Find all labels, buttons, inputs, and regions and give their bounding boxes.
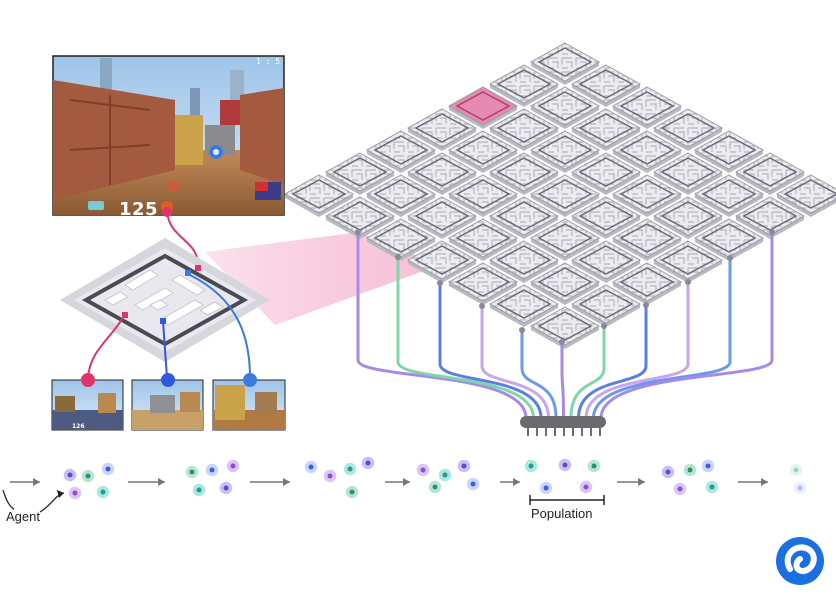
cable-bundle (355, 229, 775, 419)
maze-board (488, 152, 560, 195)
game-screenshot (52, 55, 285, 216)
maze-board (324, 152, 396, 195)
maze-board (693, 130, 765, 173)
maze-board (488, 64, 560, 107)
cable (569, 326, 606, 419)
spiral-logo-icon (776, 537, 824, 585)
cable (584, 282, 690, 419)
population-connector (520, 416, 606, 436)
maze-board (488, 284, 560, 327)
maze-board (570, 108, 642, 151)
maze-board (365, 218, 437, 261)
cable (396, 257, 535, 419)
thumbnail-lightblue-agent (212, 379, 286, 431)
maze-board (406, 240, 478, 283)
thumbnail-red-agent (51, 379, 124, 431)
maze-board (570, 64, 642, 107)
maze-board (365, 130, 437, 173)
maze-board (447, 130, 519, 173)
maze-board (406, 152, 478, 195)
maze-board (365, 174, 437, 217)
thumbnail-score: 126 (72, 423, 85, 430)
cable (577, 305, 648, 419)
cable (560, 342, 565, 419)
population-evolution-row (10, 455, 808, 501)
maze-board (488, 108, 560, 151)
maze-board (611, 86, 683, 129)
maze-grid (283, 42, 836, 349)
population-label: Population (531, 506, 593, 521)
maze-board (652, 108, 724, 151)
cable (592, 258, 732, 419)
maze-board (447, 174, 519, 217)
maze-board (529, 42, 601, 85)
cable (480, 306, 550, 419)
maze-board (529, 262, 601, 305)
maze-board (488, 196, 560, 239)
cable (599, 232, 774, 419)
agent-circle-icon (792, 480, 808, 496)
maze-board (611, 174, 683, 217)
maze-board (570, 284, 642, 327)
maze-board (529, 306, 601, 349)
cable (438, 283, 543, 419)
maze-board (570, 152, 642, 195)
maze-board (652, 152, 724, 195)
population-bracket (529, 495, 605, 505)
game-timer: 1 : 5 1 (256, 57, 290, 66)
maze-board (447, 86, 519, 129)
maze-board (283, 174, 355, 217)
maze-board (693, 174, 765, 217)
maze-board (406, 196, 478, 239)
mini-maze (60, 238, 270, 362)
maze-board (611, 262, 683, 305)
agent-label: Agent (6, 509, 40, 524)
maze-board (406, 108, 478, 151)
cable (356, 232, 528, 419)
maze-board (611, 130, 683, 173)
maze-board (529, 218, 601, 261)
maze-board (570, 196, 642, 239)
cable (520, 330, 558, 419)
maze-board (652, 196, 724, 239)
game-score: 125 (119, 199, 159, 220)
maze-board (734, 152, 806, 195)
maze-board (611, 218, 683, 261)
maze-board (652, 240, 724, 283)
maze-board (570, 240, 642, 283)
agent-circle-icon (788, 462, 804, 478)
maze-board (529, 86, 601, 129)
maze-board (529, 174, 601, 217)
maze-board (488, 240, 560, 283)
maze-board (447, 262, 519, 305)
maze-board (447, 218, 519, 261)
maze-board (529, 130, 601, 173)
thumbnail-blue-agent (131, 379, 204, 431)
maze-board (775, 174, 836, 217)
